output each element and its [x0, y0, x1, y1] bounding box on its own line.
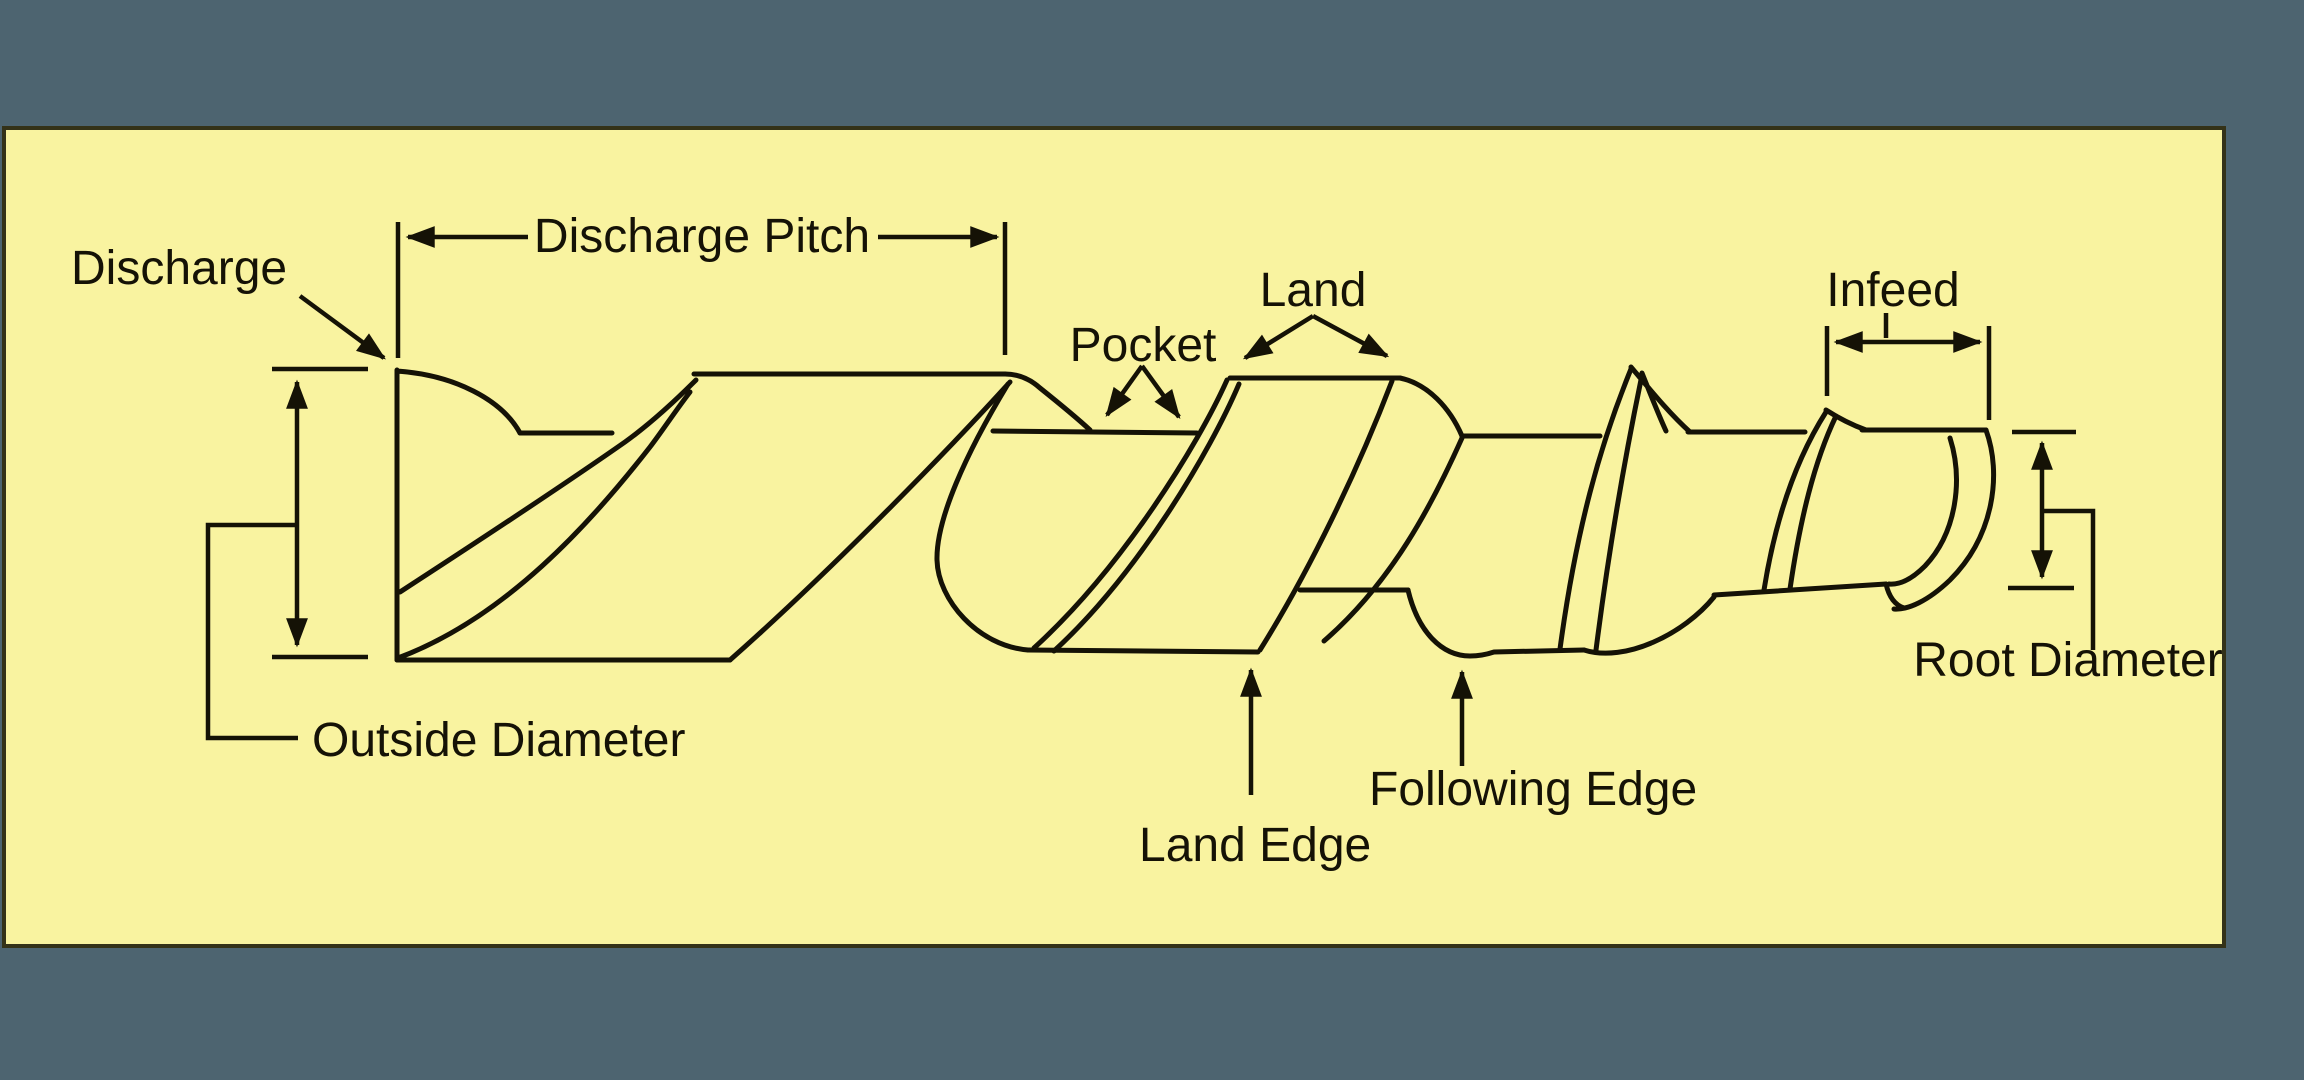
- flight1-wrap-front-edge: [727, 379, 1013, 663]
- dim-infeed: [1824, 313, 1992, 420]
- od-extension-ticks: [272, 366, 368, 660]
- flight3-sail-edges: [1557, 366, 1645, 653]
- flight1-trailing-s-curve: [934, 381, 1031, 653]
- trough-bottom-line: [1025, 647, 1261, 655]
- land-edge-double-line: [1031, 377, 1242, 654]
- label-root-diameter: Root Diameter: [1913, 634, 2222, 687]
- label-land-edge: Land Edge: [1139, 819, 1371, 872]
- discharge-leader-arrow: [298, 294, 386, 360]
- flight3-trailing-edges: [1628, 364, 1693, 435]
- land-callout-arrows: [1242, 314, 1390, 360]
- flight3-trailing-dip: [1581, 594, 1717, 656]
- labels: Discharge Discharge Pitch Pocket Land In…: [71, 210, 2223, 872]
- land-arrow-right: [1311, 314, 1390, 358]
- land-arrow-left: [1242, 314, 1315, 360]
- pocket-arrow-left: [1105, 364, 1144, 417]
- root-bottom-right-line: [1711, 581, 1889, 598]
- label-discharge: Discharge: [71, 242, 287, 295]
- label-infeed: Infeed: [1826, 264, 1959, 317]
- flight4-trailing-edge: [1823, 407, 1869, 433]
- infeed-extension-ticks: [1824, 313, 1992, 420]
- label-pocket: Pocket: [1070, 319, 1217, 372]
- shaft-top-lines: [517, 427, 1989, 439]
- label-discharge-pitch: Discharge Pitch: [534, 210, 870, 263]
- pocket-callout-arrows: [1105, 364, 1181, 419]
- flight3-under-dip: [1405, 587, 1587, 659]
- flight1-leading-helix: [395, 377, 699, 661]
- root-extension-ticks: [2008, 429, 2076, 591]
- discharge-face: [394, 367, 523, 663]
- dim-outside-diameter: [205, 366, 368, 741]
- dp-extension-ticks: [395, 222, 1008, 358]
- dim-discharge-pitch: [395, 222, 1008, 358]
- label-following-edge: Following Edge: [1369, 763, 1697, 816]
- infeed-end-crescent: [1883, 427, 1997, 612]
- root-leader-bracket: [2042, 508, 2096, 650]
- dim-root-diameter: [2008, 429, 2096, 650]
- label-land: Land: [1260, 264, 1367, 317]
- label-outside-diameter: Outside Diameter: [312, 714, 685, 767]
- flight2-following-surface: [1257, 378, 1465, 653]
- flight2-right-shoulder: [1397, 375, 1465, 439]
- flight4-sail-edges: [1761, 409, 1839, 593]
- screw-drawing: [394, 364, 1997, 663]
- flight1-trailing-crest: [1002, 371, 1093, 433]
- pocket-arrow-right: [1140, 364, 1181, 419]
- od-leader-bracket: [205, 522, 298, 741]
- diagram-panel: [2, 126, 2226, 948]
